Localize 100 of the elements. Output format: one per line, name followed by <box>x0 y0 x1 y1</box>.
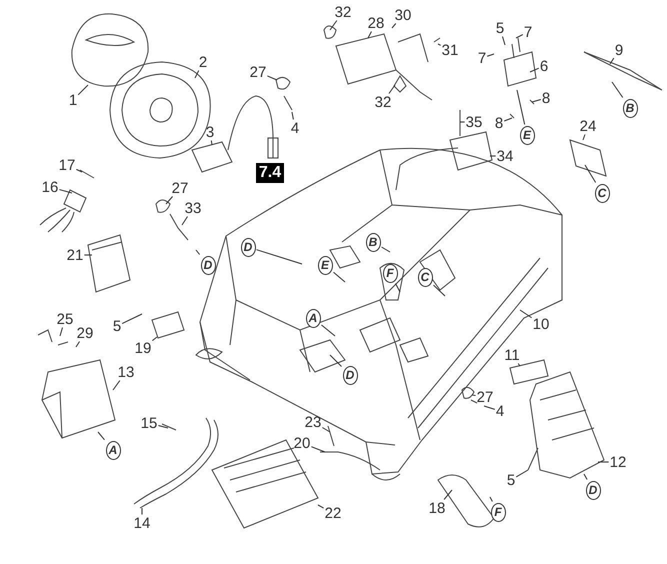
leader-line <box>330 20 338 30</box>
reference-letter-circle: B <box>366 232 380 252</box>
leader-line <box>266 75 278 80</box>
leader-line <box>310 446 326 452</box>
leader-line <box>532 98 542 102</box>
reference-letter-circle: C <box>418 268 432 286</box>
leader-line <box>210 140 212 146</box>
callout-number: 5 <box>496 20 504 36</box>
callout-number: 28 <box>368 16 384 30</box>
leader-line <box>321 324 336 336</box>
leader-line <box>472 394 476 396</box>
callout-number: 15 <box>140 416 158 430</box>
leader-line <box>318 504 324 509</box>
leader-line <box>182 216 188 226</box>
callout-number: 32 <box>374 94 392 110</box>
leader-line <box>433 284 446 296</box>
leader-line <box>582 134 586 140</box>
callout-number: 10 <box>532 316 550 332</box>
leader-line <box>58 189 72 194</box>
callout-number: 5 <box>506 472 516 488</box>
leader-line <box>166 196 174 204</box>
callout-number: 8 <box>542 90 550 106</box>
leader-line <box>395 283 400 292</box>
reference-letter-circle: E <box>520 126 534 144</box>
callout-number: 29 <box>76 326 94 340</box>
leader-line <box>256 249 302 264</box>
callout-number: 35 <box>466 114 482 130</box>
leader-line <box>584 164 596 183</box>
callout-number: 1 <box>68 92 78 108</box>
leader-line <box>78 84 88 96</box>
callout-number: 4 <box>496 404 504 418</box>
callout-number: 11 <box>504 348 520 362</box>
reference-letter-circle: D <box>342 366 358 384</box>
section-reference-label: 7.4 <box>256 163 284 183</box>
callout-number: 23 <box>304 414 322 430</box>
leader-line <box>610 58 614 64</box>
leader-line <box>368 31 372 38</box>
leader-line <box>502 36 506 46</box>
leader-line <box>516 470 528 478</box>
leader-line <box>292 112 294 120</box>
callout-number: 32 <box>334 4 352 20</box>
callout-number: 31 <box>442 42 458 58</box>
callout-number: 7 <box>478 50 486 66</box>
leader-line <box>486 54 494 57</box>
leader-line <box>112 380 120 390</box>
leader-line <box>333 272 346 282</box>
reference-letter-circle: D <box>200 256 216 274</box>
reference-letter-circle: D <box>240 238 256 256</box>
leader-line <box>381 246 390 252</box>
leader-line <box>388 84 396 94</box>
callout-number: 4 <box>290 120 300 136</box>
leader-line <box>490 496 493 502</box>
callout-number: 13 <box>118 364 134 380</box>
callout-number: 2 <box>198 54 208 70</box>
callout-number: 27 <box>172 180 188 196</box>
leader-line <box>98 432 105 440</box>
leader-line <box>152 336 158 342</box>
leader-line <box>612 82 624 98</box>
leader-line <box>444 490 452 500</box>
callout-number: 16 <box>42 180 58 194</box>
leader-line <box>330 354 342 367</box>
leader-line <box>516 34 524 38</box>
callout-number: 24 <box>580 118 596 134</box>
leader-line <box>84 254 92 256</box>
callout-number: 20 <box>294 436 310 450</box>
leader-line <box>194 70 200 78</box>
callout-number: 6 <box>540 58 548 74</box>
callout-number: 3 <box>206 124 214 140</box>
callout-number: 12 <box>610 454 626 470</box>
callout-number: 21 <box>66 248 84 262</box>
callout-number: 9 <box>614 42 624 58</box>
callout-number: 7 <box>524 24 532 40</box>
leader-line <box>484 406 496 410</box>
leader-line <box>158 424 168 428</box>
leader-line <box>520 310 532 318</box>
leader-line <box>60 327 63 336</box>
reference-letter-circle: B <box>622 98 638 118</box>
leader-line <box>122 314 142 324</box>
callout-number: 27 <box>250 64 266 80</box>
callout-number: 19 <box>134 340 152 356</box>
reference-letter-circle: A <box>306 308 320 328</box>
callout-number: 17 <box>58 158 76 172</box>
leader-line <box>516 90 526 125</box>
callout-number: 30 <box>394 8 412 22</box>
leader-line <box>322 427 330 432</box>
leader-line <box>196 250 200 255</box>
leader-line <box>76 168 82 172</box>
callout-number: 25 <box>56 312 74 326</box>
callout-number: 8 <box>494 116 504 130</box>
callout-number: 33 <box>184 200 202 216</box>
callout-number: 22 <box>324 506 342 520</box>
callout-number: 27 <box>476 390 494 404</box>
leader-line <box>438 44 442 46</box>
reference-letter-circle: E <box>318 256 332 274</box>
leader-line <box>530 68 540 72</box>
leader-line <box>76 341 80 348</box>
callout-number: 5 <box>112 318 122 334</box>
reference-letter-circle: F <box>490 502 506 522</box>
reference-letter-circle: A <box>106 440 120 460</box>
callout-number: 18 <box>428 500 446 516</box>
